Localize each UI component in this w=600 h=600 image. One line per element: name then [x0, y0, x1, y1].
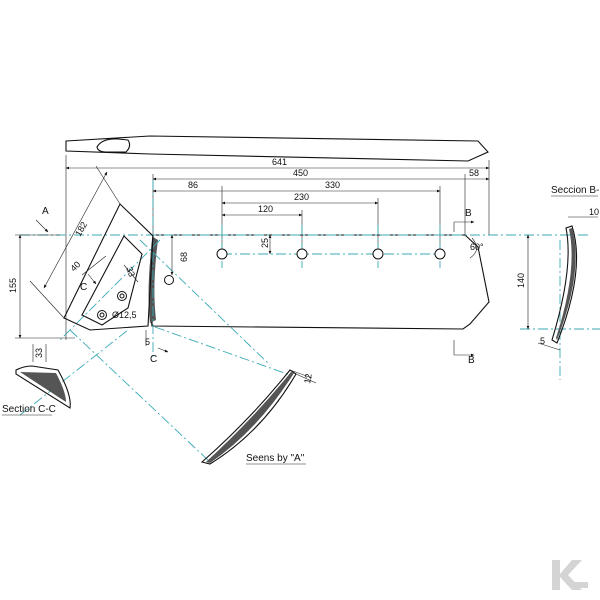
marker-a: A — [42, 206, 49, 217]
top-dimensions: 641 450 58 86 330 230 120 — [65, 155, 490, 340]
hole-3 — [372, 248, 384, 260]
diagonal-view: 182 40 33 Ø12,5 5 — [29, 165, 154, 347]
hole-1 — [216, 248, 228, 260]
diag-hole-2-inner — [99, 312, 105, 318]
diag-hole-1-inner — [119, 293, 125, 299]
hole-4 — [434, 248, 446, 260]
dim-5-left: 5 — [145, 337, 150, 347]
dim-140: 140 — [516, 273, 526, 288]
marker-b-bottom: B — [468, 355, 475, 366]
dim-40: 40 — [68, 259, 82, 273]
dim-155: 155 — [8, 278, 18, 293]
section-markers: A B B C C — [35, 206, 475, 366]
section-bb-dim-10: 10 — [589, 207, 599, 217]
dim-33: 33 — [124, 265, 137, 278]
dim-68: 68 — [179, 252, 189, 262]
dim-450: 450 — [293, 168, 308, 178]
marker-c-top: C — [80, 282, 87, 293]
dim-58: 58 — [469, 168, 479, 178]
dim-25: 25 — [260, 238, 270, 248]
seen-by-a-dim-12: 12 — [302, 373, 314, 385]
hole-2 — [296, 248, 308, 260]
dim-641: 641 — [272, 157, 287, 167]
dim-330: 330 — [325, 180, 340, 190]
mounting-holes — [164, 248, 446, 285]
dim-hole-diameter: Ø12,5 — [112, 310, 137, 320]
dim-120: 120 — [258, 204, 273, 214]
dim-182: 182 — [73, 220, 89, 238]
seen-by-a-view: 12 Seens by "A" — [200, 369, 317, 465]
dim-60-angle: 60° — [470, 242, 484, 252]
section-bb-dim-5: 5 — [540, 336, 545, 346]
seen-by-a-label: Seens by "A" — [246, 453, 305, 464]
marker-c-bottom: C — [150, 354, 157, 365]
dim-230: 230 — [294, 192, 309, 202]
centerlines — [19, 180, 600, 463]
hole-left — [164, 275, 174, 285]
section-cc-dim-33: 33 — [34, 348, 44, 358]
top-bar — [65, 135, 489, 162]
k-logo-icon — [552, 560, 588, 590]
section-cc: 33 Section C-C — [2, 344, 71, 416]
section-cc-label: Section C-C — [2, 404, 56, 415]
dim-86: 86 — [188, 180, 198, 190]
section-bb-label: Seccion B-B — [551, 185, 600, 196]
marker-b-top: B — [465, 208, 472, 219]
section-bb: Seccion B-B 10 5 — [537, 185, 600, 351]
